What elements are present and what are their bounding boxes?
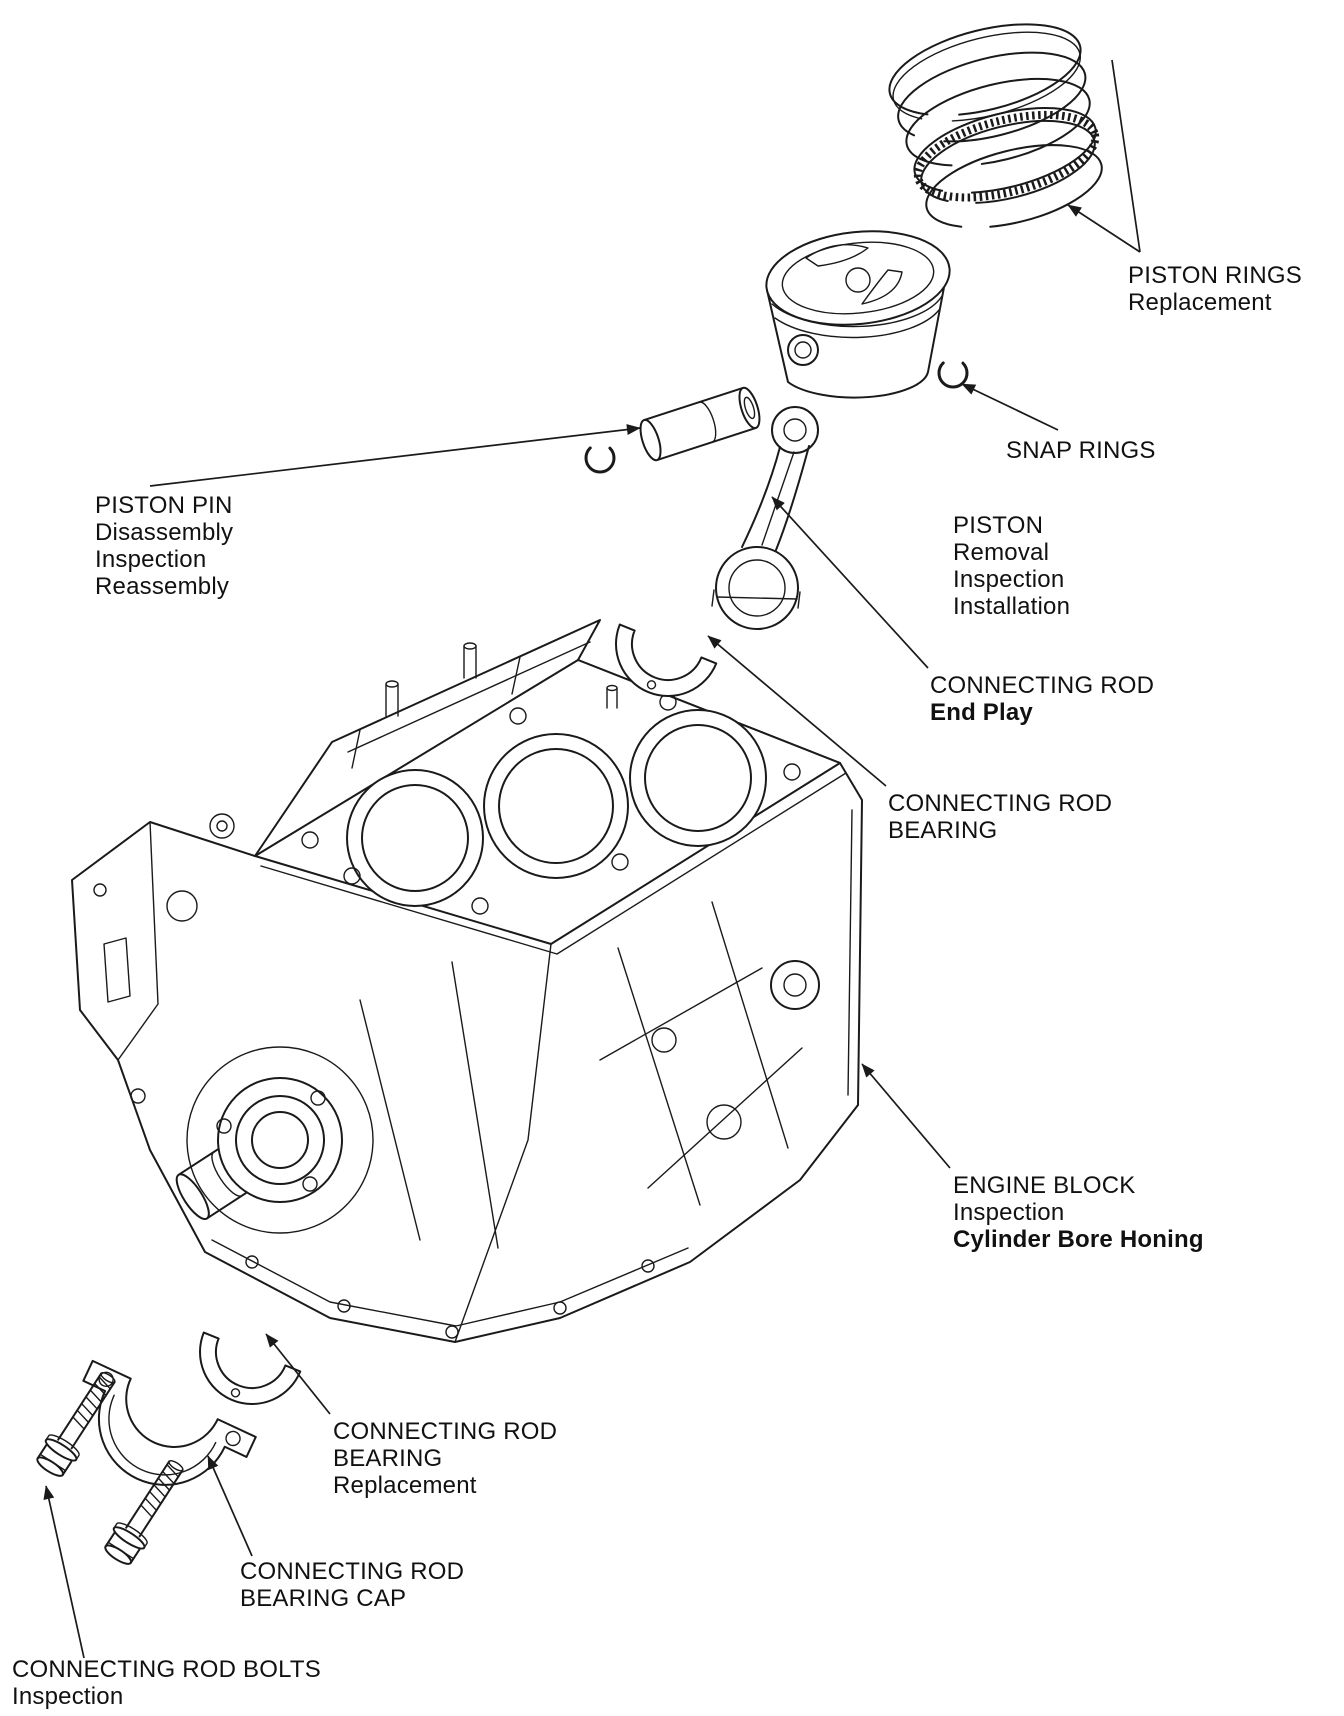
callout-title: CONNECTING ROD bbox=[888, 790, 1113, 817]
callout-item: Installation bbox=[953, 593, 1071, 620]
callout-title: CONNECTING ROD bbox=[240, 1558, 465, 1585]
callout-engine-block: ENGINE BLOCK Inspection Cylinder Bore Ho… bbox=[953, 1172, 1204, 1253]
callout-piston-pin: PISTON PIN Disassembly Inspection Reasse… bbox=[95, 492, 233, 600]
leader-arrow-bearing-cap bbox=[207, 1455, 253, 1557]
callout-title: CONNECTING ROD bbox=[333, 1418, 558, 1445]
callout-item: End Play bbox=[930, 699, 1033, 726]
piston-rings-drawing bbox=[888, 23, 1103, 229]
leader-arrow-snap-rings bbox=[961, 383, 1059, 431]
callout-title: CONNECTING ROD bbox=[930, 672, 1155, 699]
callout-item: Inspection bbox=[953, 1199, 1065, 1226]
connecting-rod-drawing bbox=[711, 406, 819, 630]
leader-piston-rings bbox=[1111, 59, 1141, 253]
callout-item: Removal bbox=[953, 539, 1050, 566]
callout-piston-rings: PISTON RINGS Replacement bbox=[1128, 262, 1302, 316]
callout-title: PISTON RINGS bbox=[1128, 262, 1302, 289]
callout-item: Replacement bbox=[333, 1472, 477, 1499]
piston-drawing bbox=[765, 230, 951, 399]
callout-connecting-rod-end-play: CONNECTING ROD End Play bbox=[930, 672, 1154, 726]
piston-pin-drawing bbox=[639, 386, 761, 462]
snap-ring-piston-drawing bbox=[937, 357, 969, 389]
callout-item: Disassembly bbox=[95, 519, 234, 546]
leader-arrow-end-play bbox=[771, 496, 929, 669]
rod-bearing-upper-drawing bbox=[615, 623, 718, 697]
leader-lines bbox=[43, 59, 1141, 1659]
callout-snap-rings: SNAP RINGS bbox=[1006, 437, 1156, 464]
leader-arrow-bearing-replacement bbox=[265, 1333, 331, 1415]
callout-title: PISTON PIN bbox=[95, 492, 233, 519]
leader-arrow-piston-pin bbox=[149, 424, 641, 487]
leader-arrow-rod-bolts bbox=[43, 1485, 85, 1659]
leader-arrow-piston-rings bbox=[1067, 204, 1141, 253]
callout-connecting-rod-bearing-cap: CONNECTING ROD BEARING CAP bbox=[240, 1558, 464, 1612]
callout-connecting-rod-bolts: CONNECTING ROD BOLTS Inspection bbox=[12, 1656, 321, 1710]
callout-title: CONNECTING ROD BOLTS bbox=[12, 1656, 321, 1683]
callout-title: SNAP RINGS bbox=[1006, 437, 1156, 464]
callout-title: PISTON bbox=[953, 512, 1044, 539]
callout-item: BEARING CAP bbox=[240, 1585, 407, 1612]
callout-piston: PISTON Removal Inspection Installation bbox=[953, 512, 1070, 620]
rod-bearing-lower-drawing bbox=[199, 1331, 302, 1405]
leader-arrow-rod-bearing bbox=[707, 635, 887, 787]
callout-item: BEARING bbox=[888, 817, 998, 844]
callout-item: Inspection bbox=[95, 546, 207, 573]
callout-item: BEARING bbox=[333, 1445, 443, 1472]
callout-title: ENGINE BLOCK bbox=[953, 1172, 1136, 1199]
engine-block-drawing bbox=[71, 619, 863, 1343]
callout-item: Inspection bbox=[953, 566, 1065, 593]
snap-ring-pin-drawing bbox=[584, 442, 616, 474]
rod-bolt-2-drawing bbox=[104, 1460, 184, 1565]
callout-item: Replacement bbox=[1128, 289, 1272, 316]
callout-item: Cylinder Bore Honing bbox=[953, 1226, 1204, 1253]
bearing-cap-drawing bbox=[82, 1359, 257, 1486]
callout-connecting-rod-bearing-replacement: CONNECTING ROD BEARING Replacement bbox=[333, 1418, 557, 1499]
rod-bolt-1-drawing bbox=[36, 1372, 116, 1477]
leader-arrow-engine-block bbox=[861, 1063, 951, 1169]
callout-item: Inspection bbox=[12, 1683, 124, 1710]
callout-item: Reassembly bbox=[95, 573, 230, 600]
callout-connecting-rod-bearing: CONNECTING ROD BEARING bbox=[888, 790, 1112, 844]
